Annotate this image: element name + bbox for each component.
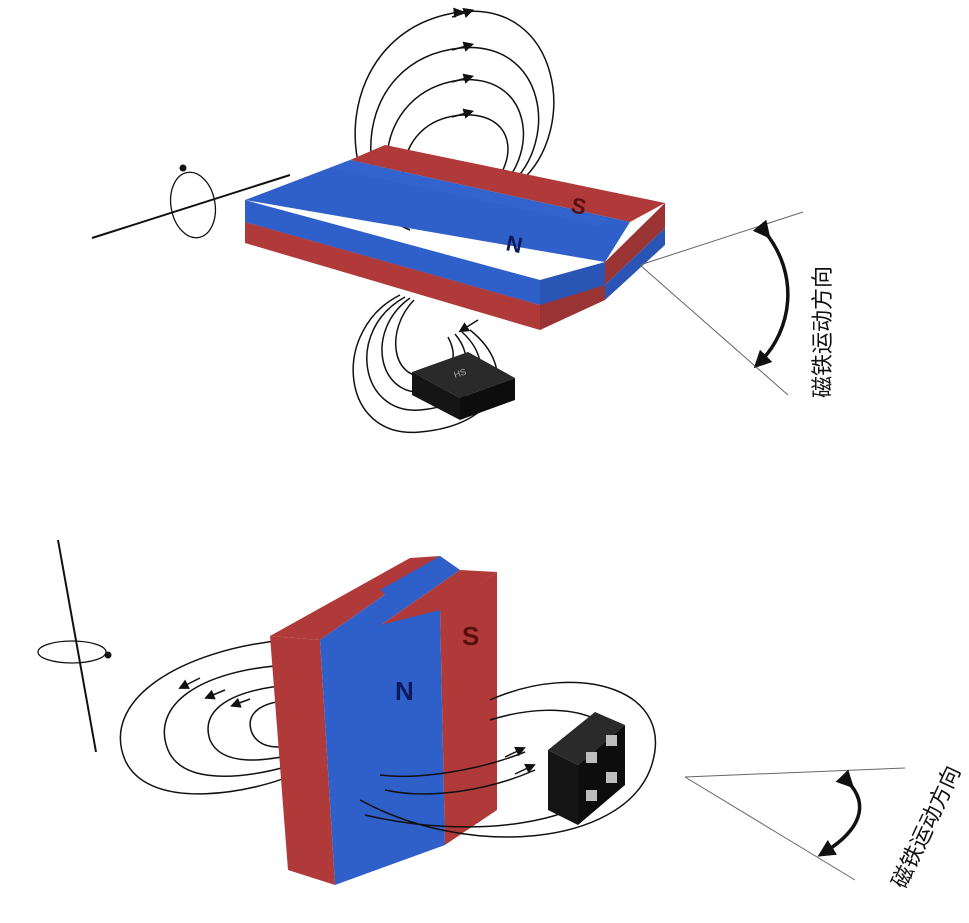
top-magnet: N S	[245, 145, 665, 330]
bottom-magnet-south-side	[270, 636, 335, 885]
top-motion-label: 磁铁运动方向	[811, 266, 836, 398]
bottom-field-lines-left	[119, 639, 295, 795]
bottom-magnet-south-face	[440, 572, 497, 845]
bottom-motion-label: 磁铁运动方向	[888, 762, 966, 892]
top-motion-indicator: 磁铁运动方向	[639, 211, 836, 398]
bottom-magnet: N S	[270, 556, 497, 885]
top-figure: N S HS 磁铁运动方向	[91, 7, 836, 433]
top-sensor-marking: HS	[453, 367, 468, 380]
top-magnet-south-top-face	[350, 145, 665, 222]
top-hall-sensor: HS	[412, 352, 515, 420]
bottom-south-label: S	[462, 621, 479, 651]
bottom-motion-indicator: 磁铁运动方向	[684, 762, 966, 893]
top-magnet-north-top-face	[245, 160, 630, 262]
bottom-north-label: N	[395, 676, 414, 706]
bottom-hall-sensor	[548, 712, 625, 825]
bottom-figure: N S 磁铁运动方向	[37, 539, 966, 893]
top-rotation-axis	[91, 164, 291, 239]
top-north-label: N	[504, 230, 525, 258]
top-magnet-south-side	[245, 222, 540, 330]
bottom-magnet-north-face	[320, 610, 445, 885]
top-south-label: S	[569, 192, 589, 220]
bottom-rotation-axis	[37, 539, 112, 753]
